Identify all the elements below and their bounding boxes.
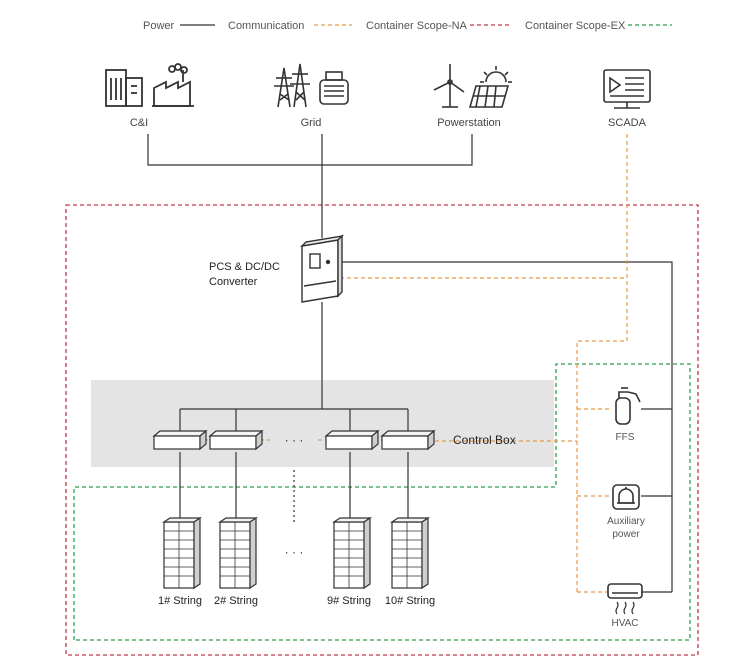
pcs-label-line2: Converter bbox=[209, 276, 258, 288]
cni-icon bbox=[105, 63, 194, 107]
control-box-1 bbox=[152, 429, 208, 451]
grid-label: Grid bbox=[301, 117, 322, 129]
string-1-label: 1# String bbox=[158, 595, 202, 607]
hvac-label: HVAC bbox=[611, 618, 638, 629]
battery-rack-10 bbox=[390, 516, 430, 590]
battery-rack-1 bbox=[162, 516, 202, 590]
ffs-label: FFS bbox=[616, 432, 635, 443]
battery-rack-2 bbox=[218, 516, 258, 590]
control-box-label: Control Box bbox=[453, 433, 516, 447]
legend-scope-ex-label: Container Scope-EX bbox=[525, 20, 626, 32]
container-scope-na-boundary bbox=[65, 204, 699, 656]
grid-icon bbox=[274, 63, 349, 108]
string-2-label: 2# String bbox=[214, 595, 258, 607]
hvac-icon bbox=[607, 583, 643, 615]
legend-scope-na-label: Container Scope-NA bbox=[366, 20, 468, 32]
fire-extinguisher-icon bbox=[615, 387, 641, 425]
auxiliary-power-icon bbox=[612, 484, 640, 510]
scada-label: SCADA bbox=[608, 117, 647, 129]
legend: Power Communication Container Scope-NA C… bbox=[143, 20, 672, 32]
string-ellipsis: · · · bbox=[285, 545, 304, 559]
scada-icon bbox=[603, 69, 651, 109]
aux-power-label-line1: Auxiliary bbox=[607, 516, 645, 527]
cni-label: C&I bbox=[130, 117, 148, 129]
string-10-label: 10# String bbox=[385, 595, 435, 607]
control-box-ellipsis: · · · bbox=[285, 433, 304, 447]
legend-communication-label: Communication bbox=[228, 20, 304, 32]
string-9-label: 9# String bbox=[327, 595, 371, 607]
pcs-label-line1: PCS & DC/DC bbox=[209, 261, 280, 273]
legend-power-label: Power bbox=[143, 20, 175, 32]
power-lines bbox=[147, 134, 673, 593]
pcs-converter-icon bbox=[299, 234, 345, 303]
container-scope-ex-boundary bbox=[73, 363, 691, 641]
powerstation-icon bbox=[433, 64, 512, 108]
aux-power-label-line2: power bbox=[612, 529, 640, 540]
control-box-2 bbox=[208, 429, 264, 451]
powerstation-label: Powerstation bbox=[437, 117, 501, 129]
control-box-9 bbox=[324, 429, 380, 451]
battery-rack-9 bbox=[332, 516, 372, 590]
control-box-10 bbox=[380, 429, 436, 451]
